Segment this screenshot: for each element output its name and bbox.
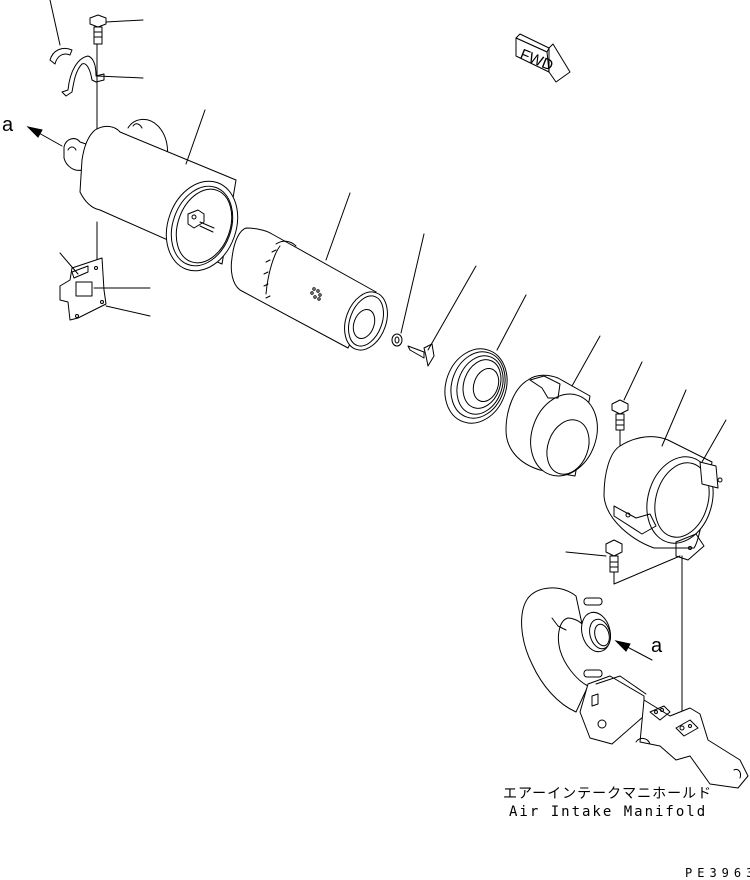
air-cleaner-body [63, 109, 239, 272]
mounting-bolt-upper [89, 14, 144, 45]
air-intake-manifold [579, 675, 749, 789]
reference-label-a: a [2, 114, 14, 136]
primary-filter-element [230, 192, 388, 351]
wing-bolt [407, 265, 477, 367]
figure-code: PE39632 [685, 866, 750, 880]
gasket-washer [391, 233, 425, 347]
mounting-band [603, 389, 714, 561]
safety-element [444, 294, 527, 424]
dust-cup-cover [505, 335, 601, 477]
fwd-direction-badge: FWD [515, 33, 571, 83]
caption-english: Air Intake Manifold [509, 804, 707, 820]
strap-bracket [61, 43, 144, 131]
caption-japanese: エアーインテークマニホールド [503, 786, 712, 802]
hose-clamp-half [49, 0, 73, 65]
intake-hose-elbow [521, 587, 611, 713]
reference-label-a: a [651, 635, 663, 657]
reference-arrow-a-lower: a [614, 635, 663, 661]
lower-bolt [565, 539, 683, 725]
reference-arrow-a-upper: a [2, 114, 63, 147]
mounting-bracket [59, 221, 151, 321]
band-clamp [699, 419, 727, 489]
